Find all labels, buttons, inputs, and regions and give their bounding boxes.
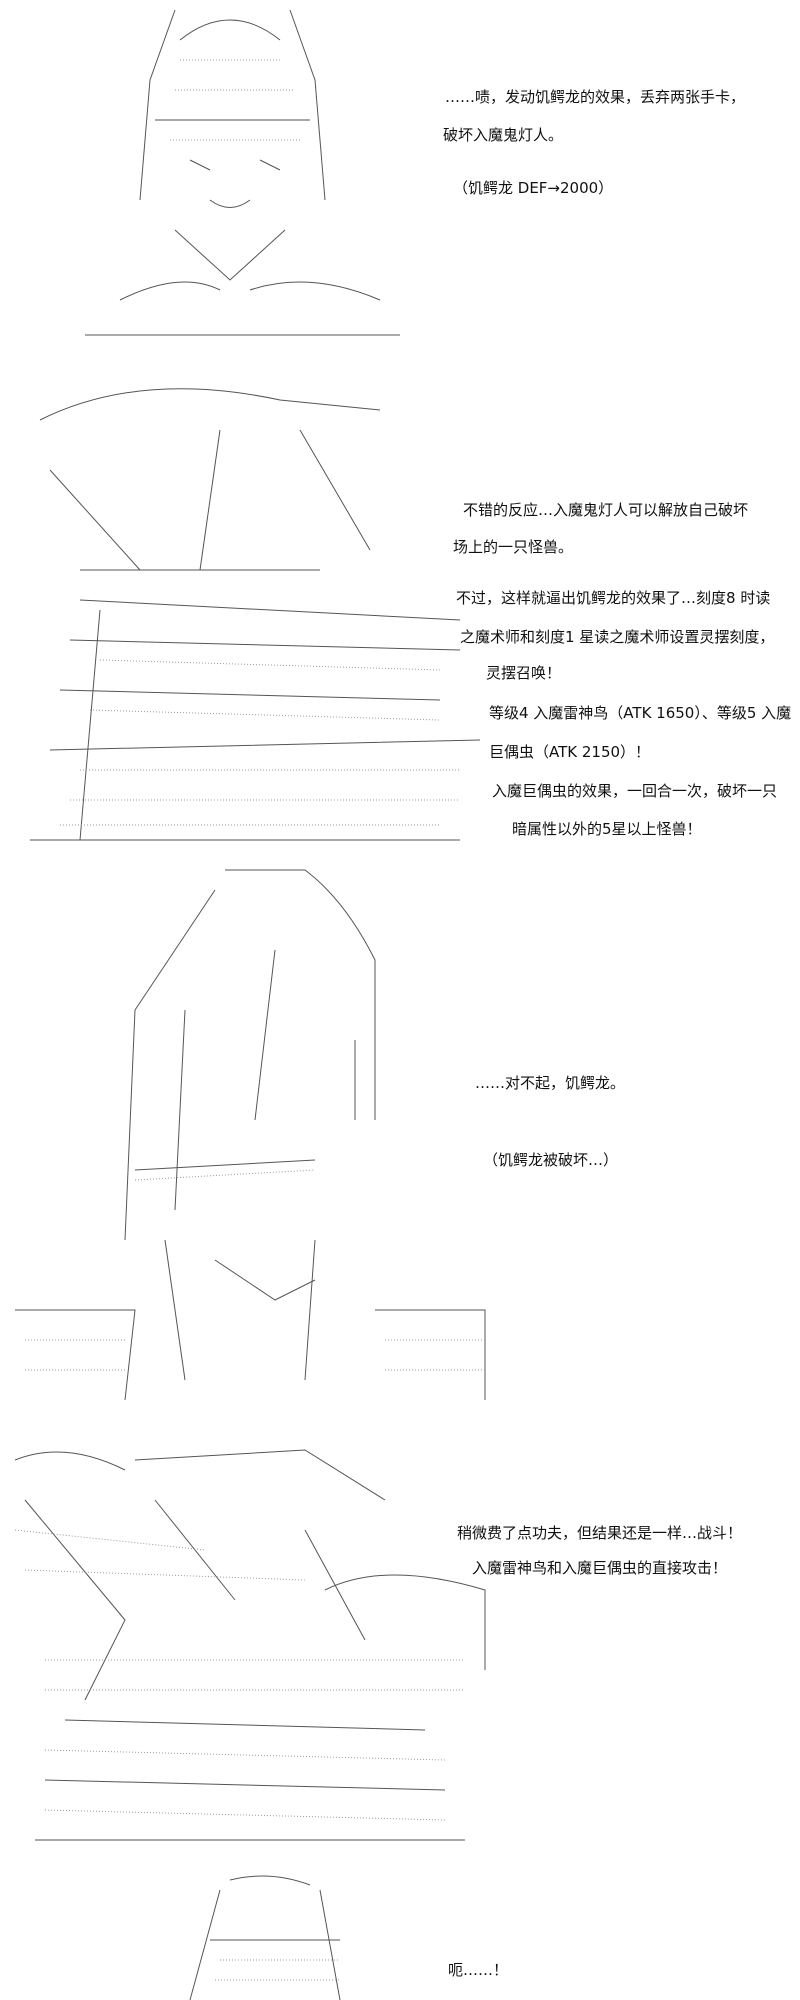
dialogue-line: 入魔巨偶虫的效果，一回合一次，破坏一只 [492, 782, 778, 800]
dialogue-line: 稍微费了点功夫，但结果还是一样…战斗！ [457, 1524, 743, 1542]
dialogue-line: 破坏入魔鬼灯人。 [443, 126, 564, 144]
dialogue-line: 场上的一只怪兽。 [453, 538, 574, 556]
dialogue-line: 不错的反应…入魔鬼灯人可以解放自己破坏 [463, 501, 749, 519]
ascii-art-character-4 [150, 1870, 360, 2000]
ascii-art-monsters [5, 1440, 495, 1860]
ascii-art-character-3 [15, 860, 495, 1400]
dialogue-line: ……啧，发动饥鳄龙的效果，丢弃两张手卡， [445, 88, 746, 106]
dialogue-line: 巨偶虫（ATK 2150）！ [489, 743, 651, 761]
caption-line: （饥鳄龙 DEF→2000） [453, 179, 614, 197]
dialogue-line: 入魔雷神鸟和入魔巨偶虫的直接攻击！ [472, 1559, 728, 1577]
dialogue-line: 不过，这样就逼出饥鳄龙的效果了…刻度8 时读 [456, 589, 771, 607]
dialogue-line: 等级4 入魔雷神鸟（ATK 1650）、等级5 入魔 [489, 704, 792, 722]
dialogue-line: ……对不起，饥鳄龙。 [475, 1074, 626, 1092]
dialogue-line: 呃……！ [448, 1961, 509, 1979]
dialogue-line: 暗属性以外的5星以上怪兽！ [512, 820, 702, 838]
dialogue-line: 灵摆召唤！ [486, 664, 562, 682]
dialogue-line: 之魔术师和刻度1 星读之魔术师设置灵摆刻度， [460, 628, 775, 646]
ascii-art-character-1 [80, 0, 410, 345]
caption-line: （饥鳄龙被破坏…） [483, 1151, 619, 1169]
ascii-art-character-2 [20, 370, 480, 850]
